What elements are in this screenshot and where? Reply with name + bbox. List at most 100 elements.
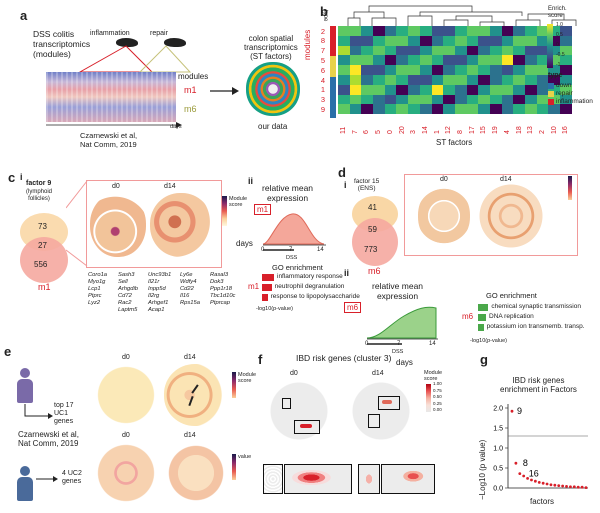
arrow-icon [24,404,53,419]
heatmap-cell [489,65,502,75]
f-zoom-3 [358,464,380,494]
m1-label: m1 [184,85,197,95]
heatmap-cell [349,84,362,95]
heatmap-cell [454,35,467,46]
go-bar [262,274,274,281]
heatmap-cell [501,94,514,105]
type-legend-title: type [548,72,563,79]
heatmap-cell [419,35,432,46]
heatmap-cell [489,26,502,36]
g-point [530,478,533,482]
heatmap-cell [431,55,444,66]
d-days-label: days [396,358,413,367]
heatmap-cell [396,45,409,56]
g-point [584,486,588,489]
heatmap-cell [525,35,537,46]
heatmap-cell [396,104,409,115]
heatmap-cell [501,45,514,56]
heatmap-cell [466,84,479,95]
c-i-label: i [20,172,23,182]
day-tick: 14 [429,341,436,347]
e-d14-bottom-tissue [164,442,228,504]
heatmap-cell [443,45,455,56]
go-bar [478,314,486,321]
heatmap-cell [536,65,549,75]
heatmap-col-label: 17 [468,126,476,134]
d0-tissue-image [90,193,146,257]
heatmap-cell [431,74,444,85]
heatmap-cell [431,45,444,56]
heatmap-col-label: 20 [398,126,406,134]
c-expression-curve [262,213,326,251]
heatmap-cell [431,84,444,95]
heatmap-cell [536,74,549,85]
heatmap-cell [489,104,502,115]
go-bar [262,294,268,301]
d-expression-curve [366,306,438,345]
heatmap-col-label: 15 [480,126,488,134]
heatmap-cell [525,84,537,95]
heatmap-cell [373,84,385,95]
g-ytick-label: 2.0 [493,406,503,413]
g-point [537,481,541,484]
heatmap-cell [431,104,444,115]
heatmap-cell [513,26,525,36]
heatmap-cell [349,45,362,56]
g-point [526,477,529,480]
heatmap-cell [466,65,479,75]
heatmap-cell [466,55,479,66]
d-expr-title: relative mean expression [372,281,424,301]
heatmap-col-label: 8 [457,130,464,134]
heatmap-cell [443,104,455,115]
heatmap-cell [478,94,490,105]
module-score-label: Module score [229,196,248,209]
m1-venn-label: m1 [38,282,51,292]
heatmap-cell [525,55,537,66]
heatmap-cell [443,35,455,46]
heatmap-cell [525,74,537,85]
heatmap-cell [419,84,432,95]
f-colorbar-tick: 0.75 [433,387,442,393]
legend-tick: 0.5 [556,32,563,38]
e-value-label: value [238,454,252,460]
f-colorbar-tick: 0.00 [433,407,442,412]
e-d0-bottom-tissue [94,442,158,504]
day-tick: 14 [317,247,324,253]
heatmap-cell [478,45,490,56]
heatmap-cell [478,104,490,115]
heatmap-cell [338,65,350,75]
heatmap-cell [525,104,537,115]
legend-tick: -0.5 [556,52,565,58]
g-point [565,485,568,488]
heatmap-cell [396,26,409,36]
gene-column: Unc93b1 Il21r Inpp5d Il2rg Arhgef1 Acap1 [148,272,172,313]
heatmap-cell [361,55,374,66]
heatmap-cell [396,94,409,105]
heatmap-cell [408,94,420,105]
venn-circle-bottom [20,237,68,283]
type-legend-item: repair [548,90,600,98]
st-title: colon spatial transcriptomics (ST factor… [244,34,298,62]
heatmap-cell [431,35,444,46]
gene-column: Coro1a Myo1g Lcp1 Ptprc Lyz2 [88,272,108,306]
heatmap-cell [478,84,490,95]
heatmap-cell [466,26,479,36]
heatmap-cell [489,45,502,56]
heatmap-cell [478,65,490,75]
heatmap-cell [349,65,362,75]
heatmap-cell [361,26,374,36]
heatmap-cell [338,55,350,66]
heatmap-cell [443,55,455,66]
g-ytick-label: 1.5 [493,426,503,433]
go-term: potassium ion transmemb. transp. [486,323,585,330]
heatmap-cell [560,65,572,75]
type-swatch [548,83,554,89]
heatmap-cell [501,104,514,115]
modules-label: modules [178,72,209,81]
inflammation-label: inflammation [90,30,130,37]
day-tick: 7 [289,247,293,253]
heatmap-cell [560,74,572,85]
g-ytick-label: 0.5 [493,466,503,473]
heatmap-cell [466,45,479,56]
heatmap-col-label: 5 [375,130,383,134]
